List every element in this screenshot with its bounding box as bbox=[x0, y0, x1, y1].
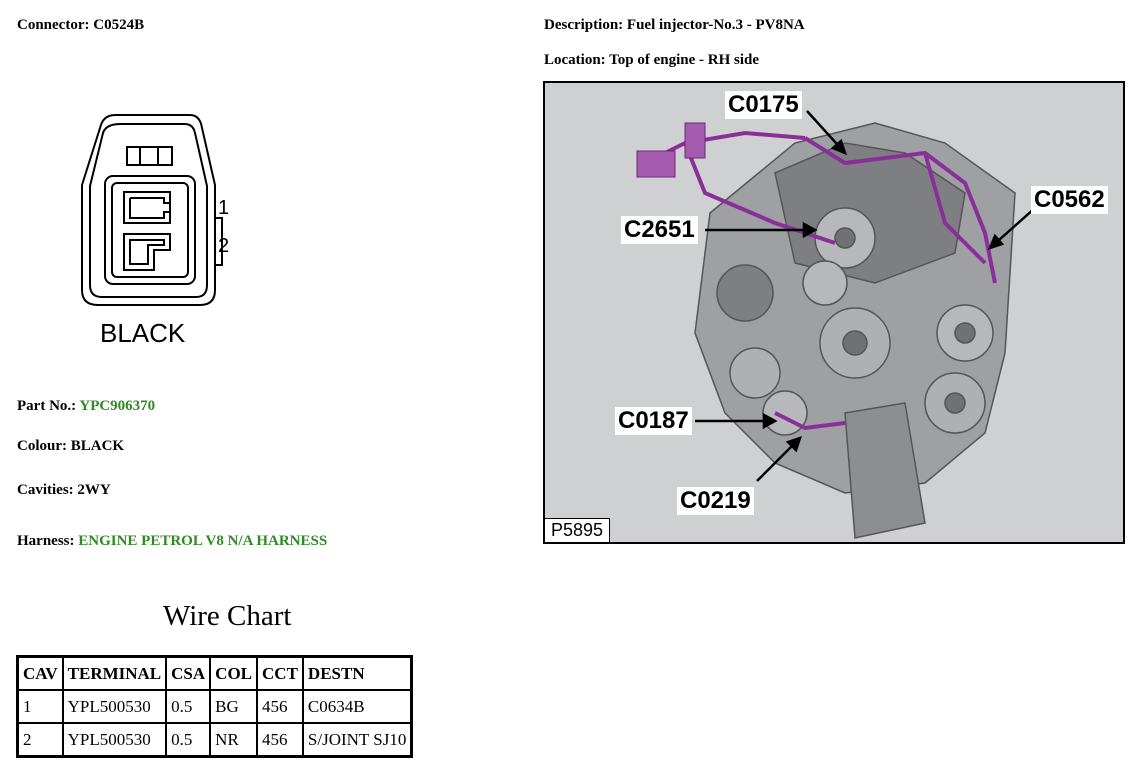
cell-terminal: YPL500530 bbox=[61, 689, 168, 724]
cell-csa: 0.5 bbox=[165, 722, 212, 758]
header-cct: CCT bbox=[256, 655, 304, 691]
cell-destn: S/JOINT SJ10 bbox=[301, 722, 413, 758]
cell-destn: C0634B bbox=[301, 689, 413, 724]
wire-chart-title: Wire Chart bbox=[163, 600, 292, 632]
header-col: COL bbox=[209, 655, 259, 691]
wire-chart-table: CAV TERMINAL CSA COL CCT DESTN 1 YPL5005… bbox=[16, 655, 414, 758]
header-terminal: TERMINAL bbox=[61, 655, 168, 691]
part-no-value[interactable]: YPC906370 bbox=[79, 398, 156, 414]
callout-c0187: C0187 bbox=[615, 407, 692, 435]
callout-c0219: C0219 bbox=[677, 487, 754, 515]
connector-label: Connector: bbox=[17, 17, 90, 33]
callout-c0175: C0175 bbox=[725, 91, 802, 119]
description-value: Fuel injector-No.3 - PV8NA bbox=[626, 17, 805, 33]
connector-colour-label: BLACK bbox=[100, 318, 186, 348]
location-label: Location: bbox=[544, 52, 606, 68]
cell-col: BG bbox=[209, 689, 259, 724]
callout-c2651: C2651 bbox=[621, 216, 698, 244]
figure-id-label: P5895 bbox=[545, 518, 611, 542]
engine-illustration bbox=[636, 110, 1036, 539]
cell-cct: 456 bbox=[256, 722, 304, 758]
cell-cav: 2 bbox=[16, 722, 64, 758]
cell-csa: 0.5 bbox=[165, 689, 212, 724]
header-destn: DESTN bbox=[301, 655, 413, 691]
cell-terminal: YPL500530 bbox=[61, 722, 168, 758]
connector-value: C0524B bbox=[93, 17, 145, 33]
pin-1-label: 1 bbox=[218, 197, 229, 219]
location-value: Top of engine - RH side bbox=[609, 52, 760, 68]
description-label: Description: bbox=[544, 17, 624, 33]
table-row: 2 YPL500530 0.5 NR 456 S/JOINT SJ10 bbox=[16, 722, 413, 758]
cavities-value: 2WY bbox=[77, 482, 111, 498]
colour-field: Colour: BLACK bbox=[17, 438, 124, 455]
colour-label: Colour: bbox=[17, 438, 67, 454]
engine-location-figure: C0175 C0562 C2651 C0187 C0219 P5895 bbox=[543, 81, 1125, 544]
harness-field: Harness: ENGINE PETROL V8 N/A HARNESS bbox=[17, 533, 327, 550]
harness-value[interactable]: ENGINE PETROL V8 N/A HARNESS bbox=[78, 533, 328, 549]
cell-col: NR bbox=[209, 722, 259, 758]
cavities-label: Cavities: bbox=[17, 482, 74, 498]
cavities-field: Cavities: 2WY bbox=[17, 482, 111, 499]
colour-value: BLACK bbox=[70, 438, 125, 454]
location-field: Location: Top of engine - RH side bbox=[544, 52, 759, 69]
header-cav: CAV bbox=[16, 655, 64, 691]
wire-chart-header-row: CAV TERMINAL CSA COL CCT DESTN bbox=[16, 655, 413, 691]
pin-2-label: 2 bbox=[218, 235, 229, 257]
connector-face-diagram: 1 2 BLACK bbox=[81, 114, 229, 348]
cell-cct: 456 bbox=[256, 689, 304, 724]
cell-cav: 1 bbox=[16, 689, 64, 724]
table-row: 1 YPL500530 0.5 BG 456 C0634B bbox=[16, 689, 413, 724]
callout-c0562: C0562 bbox=[1031, 186, 1108, 214]
connector-field: Connector: C0524B bbox=[17, 17, 144, 34]
part-no-label: Part No.: bbox=[17, 398, 77, 414]
header-csa: CSA bbox=[165, 655, 212, 691]
harness-label: Harness: bbox=[17, 533, 75, 549]
description-field: Description: Fuel injector-No.3 - PV8NA bbox=[544, 17, 805, 34]
part-no-field: Part No.: YPC906370 bbox=[17, 398, 155, 415]
